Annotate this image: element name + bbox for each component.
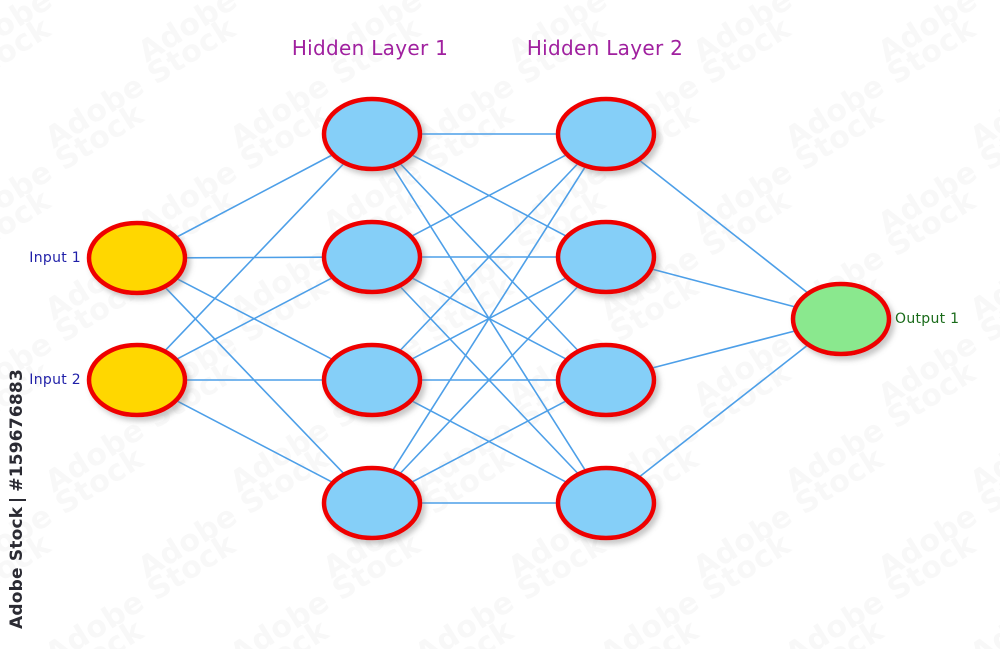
connection-line [638, 159, 809, 294]
node-label-o1: Output 1 [895, 311, 960, 327]
node-i2[interactable] [86, 342, 188, 418]
node-h1d[interactable] [321, 465, 423, 541]
connection-line [410, 399, 568, 484]
node-h1a[interactable] [321, 96, 423, 172]
connection-line [175, 153, 334, 239]
connection-line [638, 343, 809, 479]
connection-line [398, 285, 580, 475]
connection-line [410, 153, 568, 238]
connection-line [651, 329, 796, 370]
edge-group [163, 133, 809, 504]
connection-line [175, 276, 334, 361]
connection-line [175, 399, 334, 484]
connection-line [391, 165, 587, 472]
node-i1[interactable] [86, 220, 188, 296]
node-h1b[interactable] [321, 219, 423, 295]
layer-title-2: Hidden Layer 2 [526, 36, 684, 60]
connection-line [650, 268, 797, 308]
node-group [86, 96, 892, 541]
connection-line [163, 162, 346, 352]
connection-line [398, 162, 580, 352]
node-label-i2: Input 2 [29, 372, 81, 388]
layer-title-1: Hidden Layer 1 [291, 36, 449, 60]
node-h2a[interactable] [555, 96, 657, 172]
node-h2c[interactable] [555, 342, 657, 418]
node-label-i1: Input 1 [29, 250, 81, 266]
node-o1[interactable] [790, 281, 892, 357]
node-h1c[interactable] [321, 342, 423, 418]
node-h2b[interactable] [555, 219, 657, 295]
node-h2d[interactable] [555, 465, 657, 541]
